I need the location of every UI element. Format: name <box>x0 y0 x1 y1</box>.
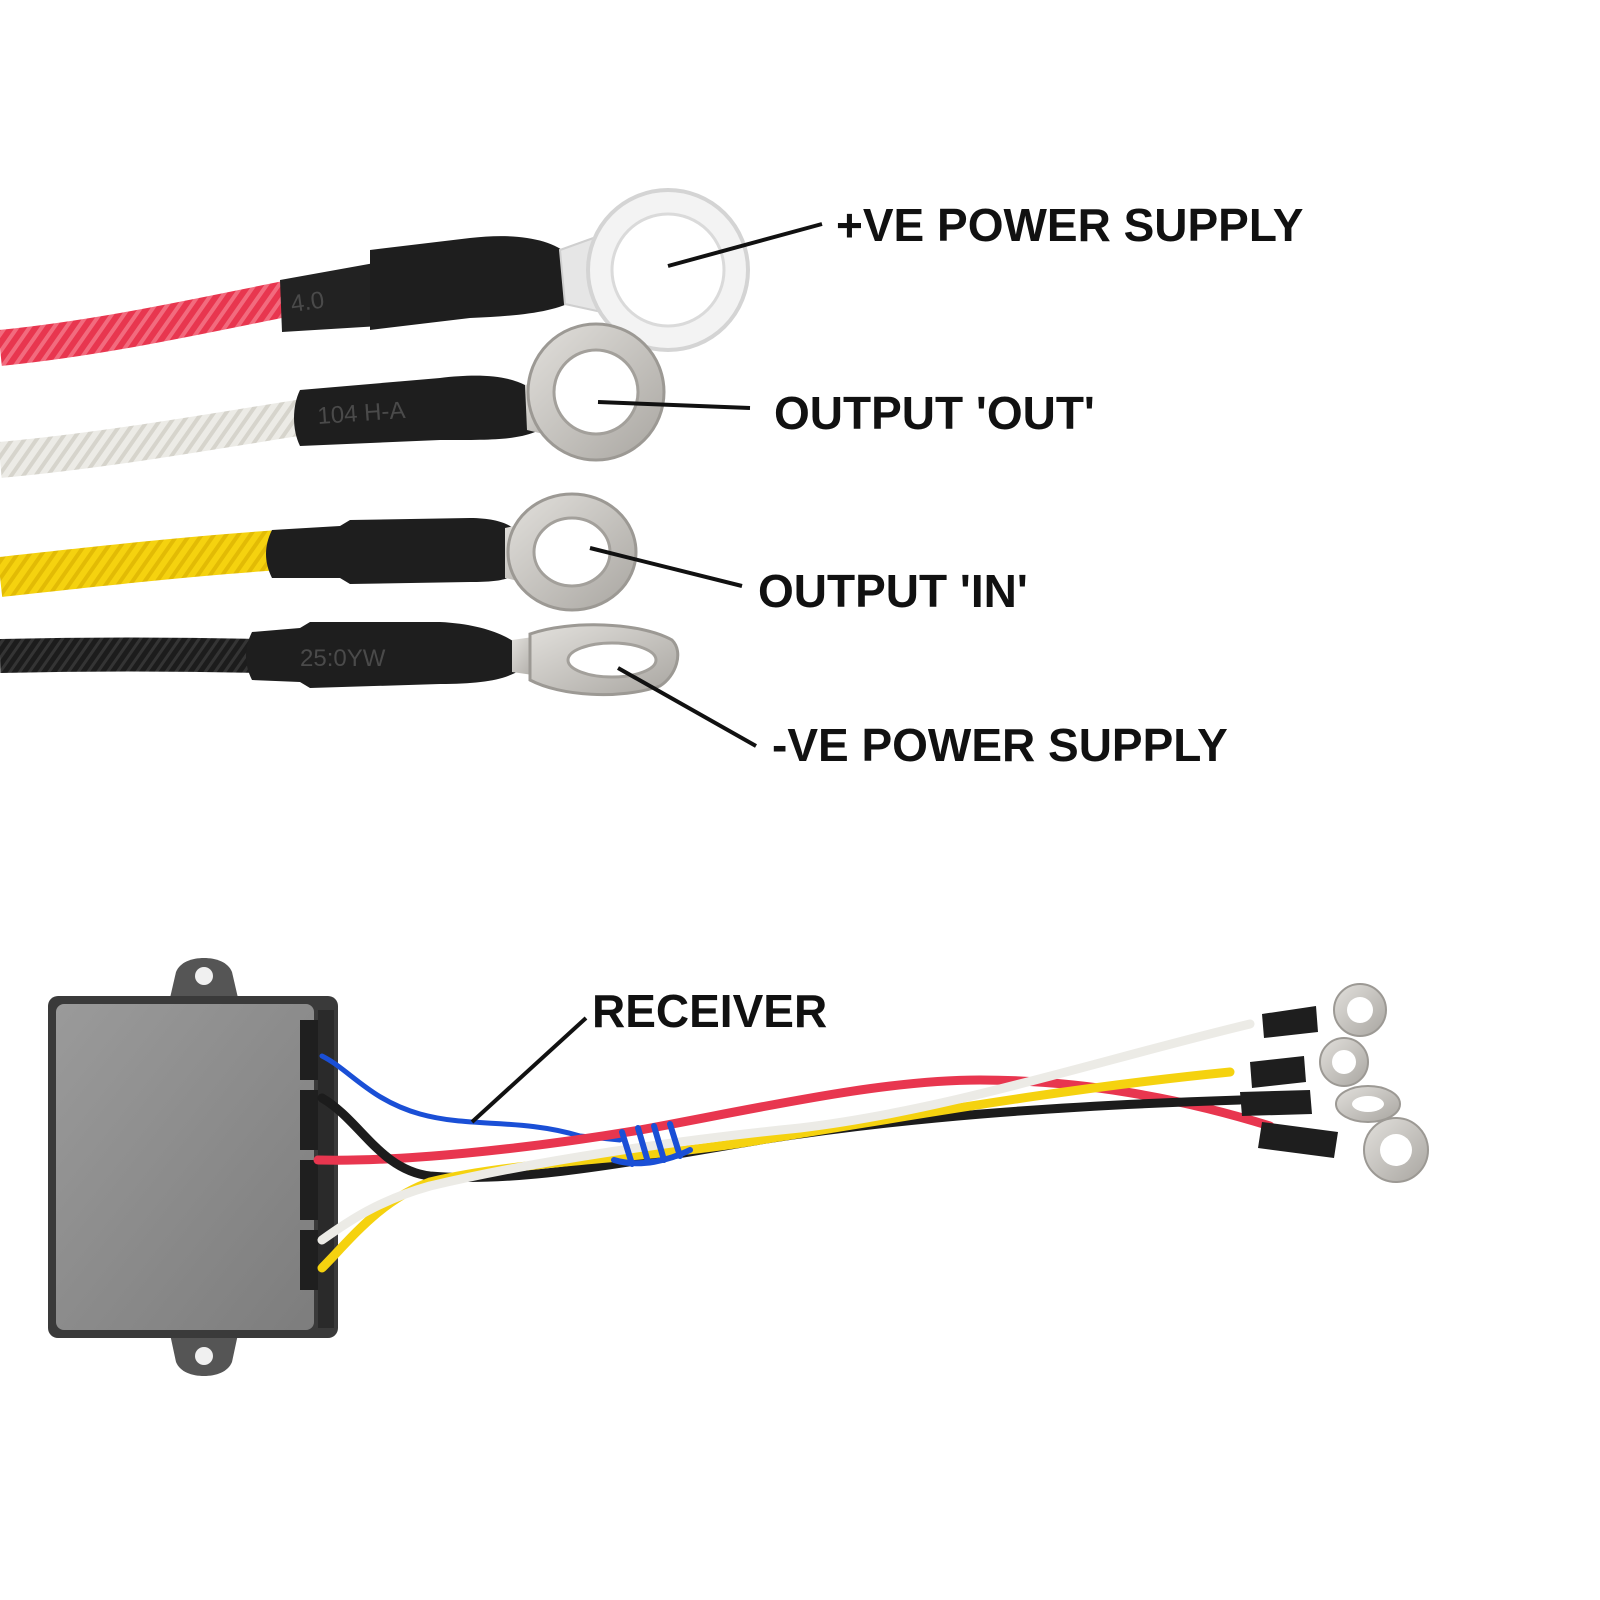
red-heat-shrink-rear <box>280 262 380 332</box>
yellow-terminal <box>1250 1037 1369 1088</box>
mounting-tab-bottom <box>170 1334 238 1376</box>
red-wire-lead: 4.0 <box>0 188 750 366</box>
leader-line-receiver <box>470 1016 588 1124</box>
leader-line-negative <box>617 666 757 748</box>
red-ring-lug <box>558 188 750 352</box>
red-wire <box>0 280 294 366</box>
blue-twist-tie <box>611 1121 693 1167</box>
receiver-module <box>48 958 338 1376</box>
red-terminal <box>1258 1117 1429 1183</box>
receiver-side-ribs <box>300 1010 334 1328</box>
white-terminal <box>1262 983 1387 1038</box>
receiver-case-lid <box>56 1004 314 1330</box>
white-heat-shrink <box>294 375 535 446</box>
yellow-wire-lead <box>0 492 638 612</box>
white-wire-lead: 104 H-A <box>0 322 666 478</box>
black-sleeve-print: 25:0YW <box>300 645 386 672</box>
callout-receiver: RECEIVER <box>592 985 828 1037</box>
white-sleeve-print: 104 H-A <box>317 397 407 430</box>
harness-terminals <box>1240 983 1429 1183</box>
black-heat-shrink <box>246 622 520 688</box>
red-sleeve-print: 4.0 <box>289 287 326 318</box>
yellow-heat-shrink <box>266 518 515 584</box>
yellow-ring-lug <box>505 492 638 612</box>
white-ring-lug <box>525 322 666 462</box>
red-harness-wire <box>313 1075 1275 1165</box>
leader-line-in <box>589 546 743 588</box>
callout-output-out: OUTPUT 'OUT' <box>774 387 1095 439</box>
white-harness-wire <box>317 1019 1255 1245</box>
callout-positive-supply: +VE POWER SUPPLY <box>836 199 1304 251</box>
yellow-wire <box>0 530 282 597</box>
blue-wire <box>319 1053 623 1143</box>
black-terminal <box>1240 1085 1401 1123</box>
leader-line-positive <box>667 222 823 268</box>
red-heat-shrink <box>370 236 575 330</box>
leader-line-out <box>597 400 751 410</box>
black-ring-lug <box>512 623 680 697</box>
white-wire <box>0 398 313 478</box>
callout-output-in: OUTPUT 'IN' <box>758 565 1028 617</box>
black-wire-lead: 25:0YW <box>0 622 680 697</box>
receiver-harness <box>313 1019 1275 1273</box>
black-wire <box>0 637 261 673</box>
mounting-tab-top <box>170 958 238 998</box>
callout-negative-supply: -VE POWER SUPPLY <box>772 719 1228 771</box>
